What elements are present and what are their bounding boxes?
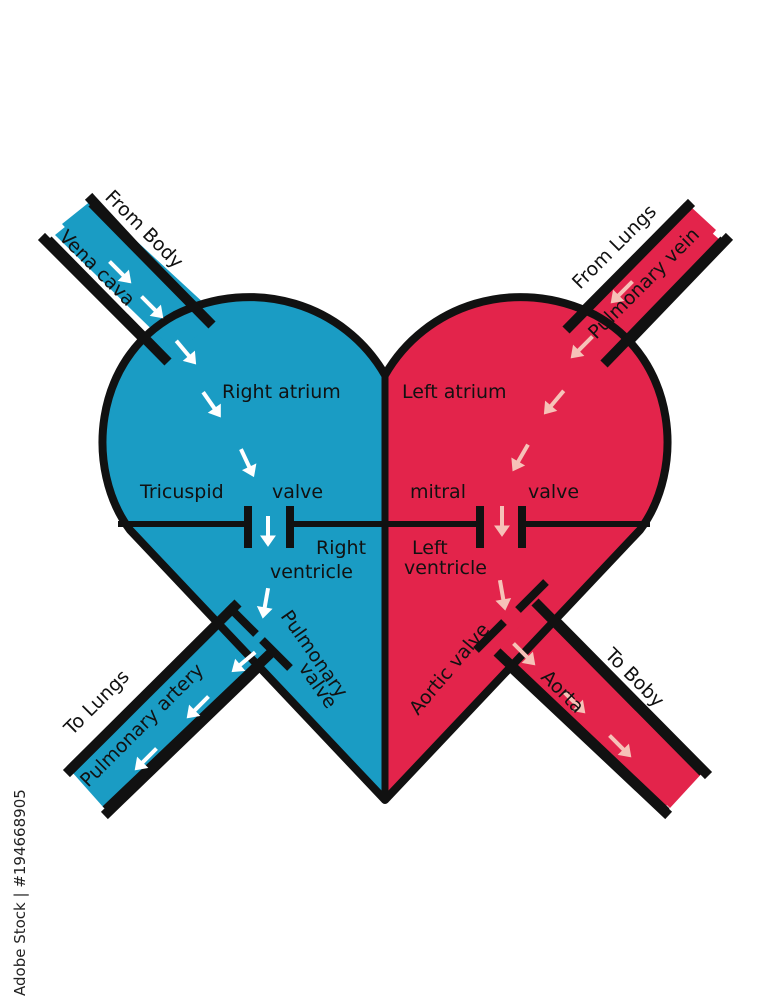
arrow-icon [543, 389, 566, 415]
arrow-icon [231, 650, 257, 673]
pulmonary-artery-wall-bottom-2 [102, 646, 278, 814]
arrow-icon [562, 690, 586, 714]
pulmonary-valve-leaflet-2 [259, 637, 293, 671]
mitral-valve-label: valve [528, 481, 579, 503]
pulmonary-vein-wall-bottom-2 [600, 236, 728, 368]
tricuspid-label: Tricuspid [139, 481, 224, 503]
arrow-icon [256, 587, 273, 619]
right-heart-fill [102, 297, 385, 800]
watermark-svg: Adobe Stock | #194668905 [11, 789, 29, 996]
arrow-icon [511, 443, 530, 472]
aortic-valve-leaflet-1 [515, 579, 549, 613]
right-ventricle-label-line1: Right [316, 537, 366, 559]
arrow-icon [140, 295, 164, 319]
left-atrium-label: Left atrium [402, 381, 507, 403]
arrow-icon [201, 391, 221, 418]
tricuspid-valve-label: valve [272, 481, 323, 503]
arrow-icon [512, 642, 536, 666]
left-ventricle-label-line2: ventricle [404, 557, 487, 579]
arrow-icon [186, 695, 210, 719]
mitral-label: mitral [410, 481, 466, 503]
left-flow-arrows [494, 280, 634, 758]
arrow-icon [239, 448, 257, 478]
vena-cava-wall-bottom-2 [44, 236, 172, 366]
arrow-icon [570, 335, 594, 359]
aorta-wall-bottom-2 [493, 648, 670, 816]
stock-watermark: Adobe Stock | #194668905 [6, 760, 32, 1000]
pulmonary-valve-leaflet-1 [225, 603, 259, 637]
aorta-inner [500, 606, 700, 806]
arrow-icon [495, 579, 512, 611]
vena-cava-wall-top-2 [88, 199, 216, 329]
right-atrium-label: Right atrium [222, 381, 341, 403]
arrow-icon [610, 280, 634, 304]
arrow-icon [174, 339, 197, 365]
arrow-icon [108, 260, 132, 284]
pulmonary-vein-wall-top-2 [562, 202, 692, 334]
aorta-wall-top-2 [531, 598, 707, 776]
pulmonary-artery-wall-top-2 [66, 599, 242, 774]
arrow-icon [134, 747, 158, 771]
aortic-valve-leaflet-2 [473, 619, 507, 653]
left-ventricle-label-line1: Left [412, 537, 448, 559]
right-flow-arrows [108, 260, 276, 771]
left-heart-fill [385, 297, 668, 800]
pulmonary-artery-inner [76, 608, 272, 805]
arrow-icon [608, 734, 632, 758]
arrow-icon [494, 506, 510, 537]
watermark-text: Adobe Stock | #194668905 [11, 789, 29, 996]
right-ventricle-label-line2: ventricle [270, 561, 353, 583]
arrow-icon [260, 516, 276, 547]
